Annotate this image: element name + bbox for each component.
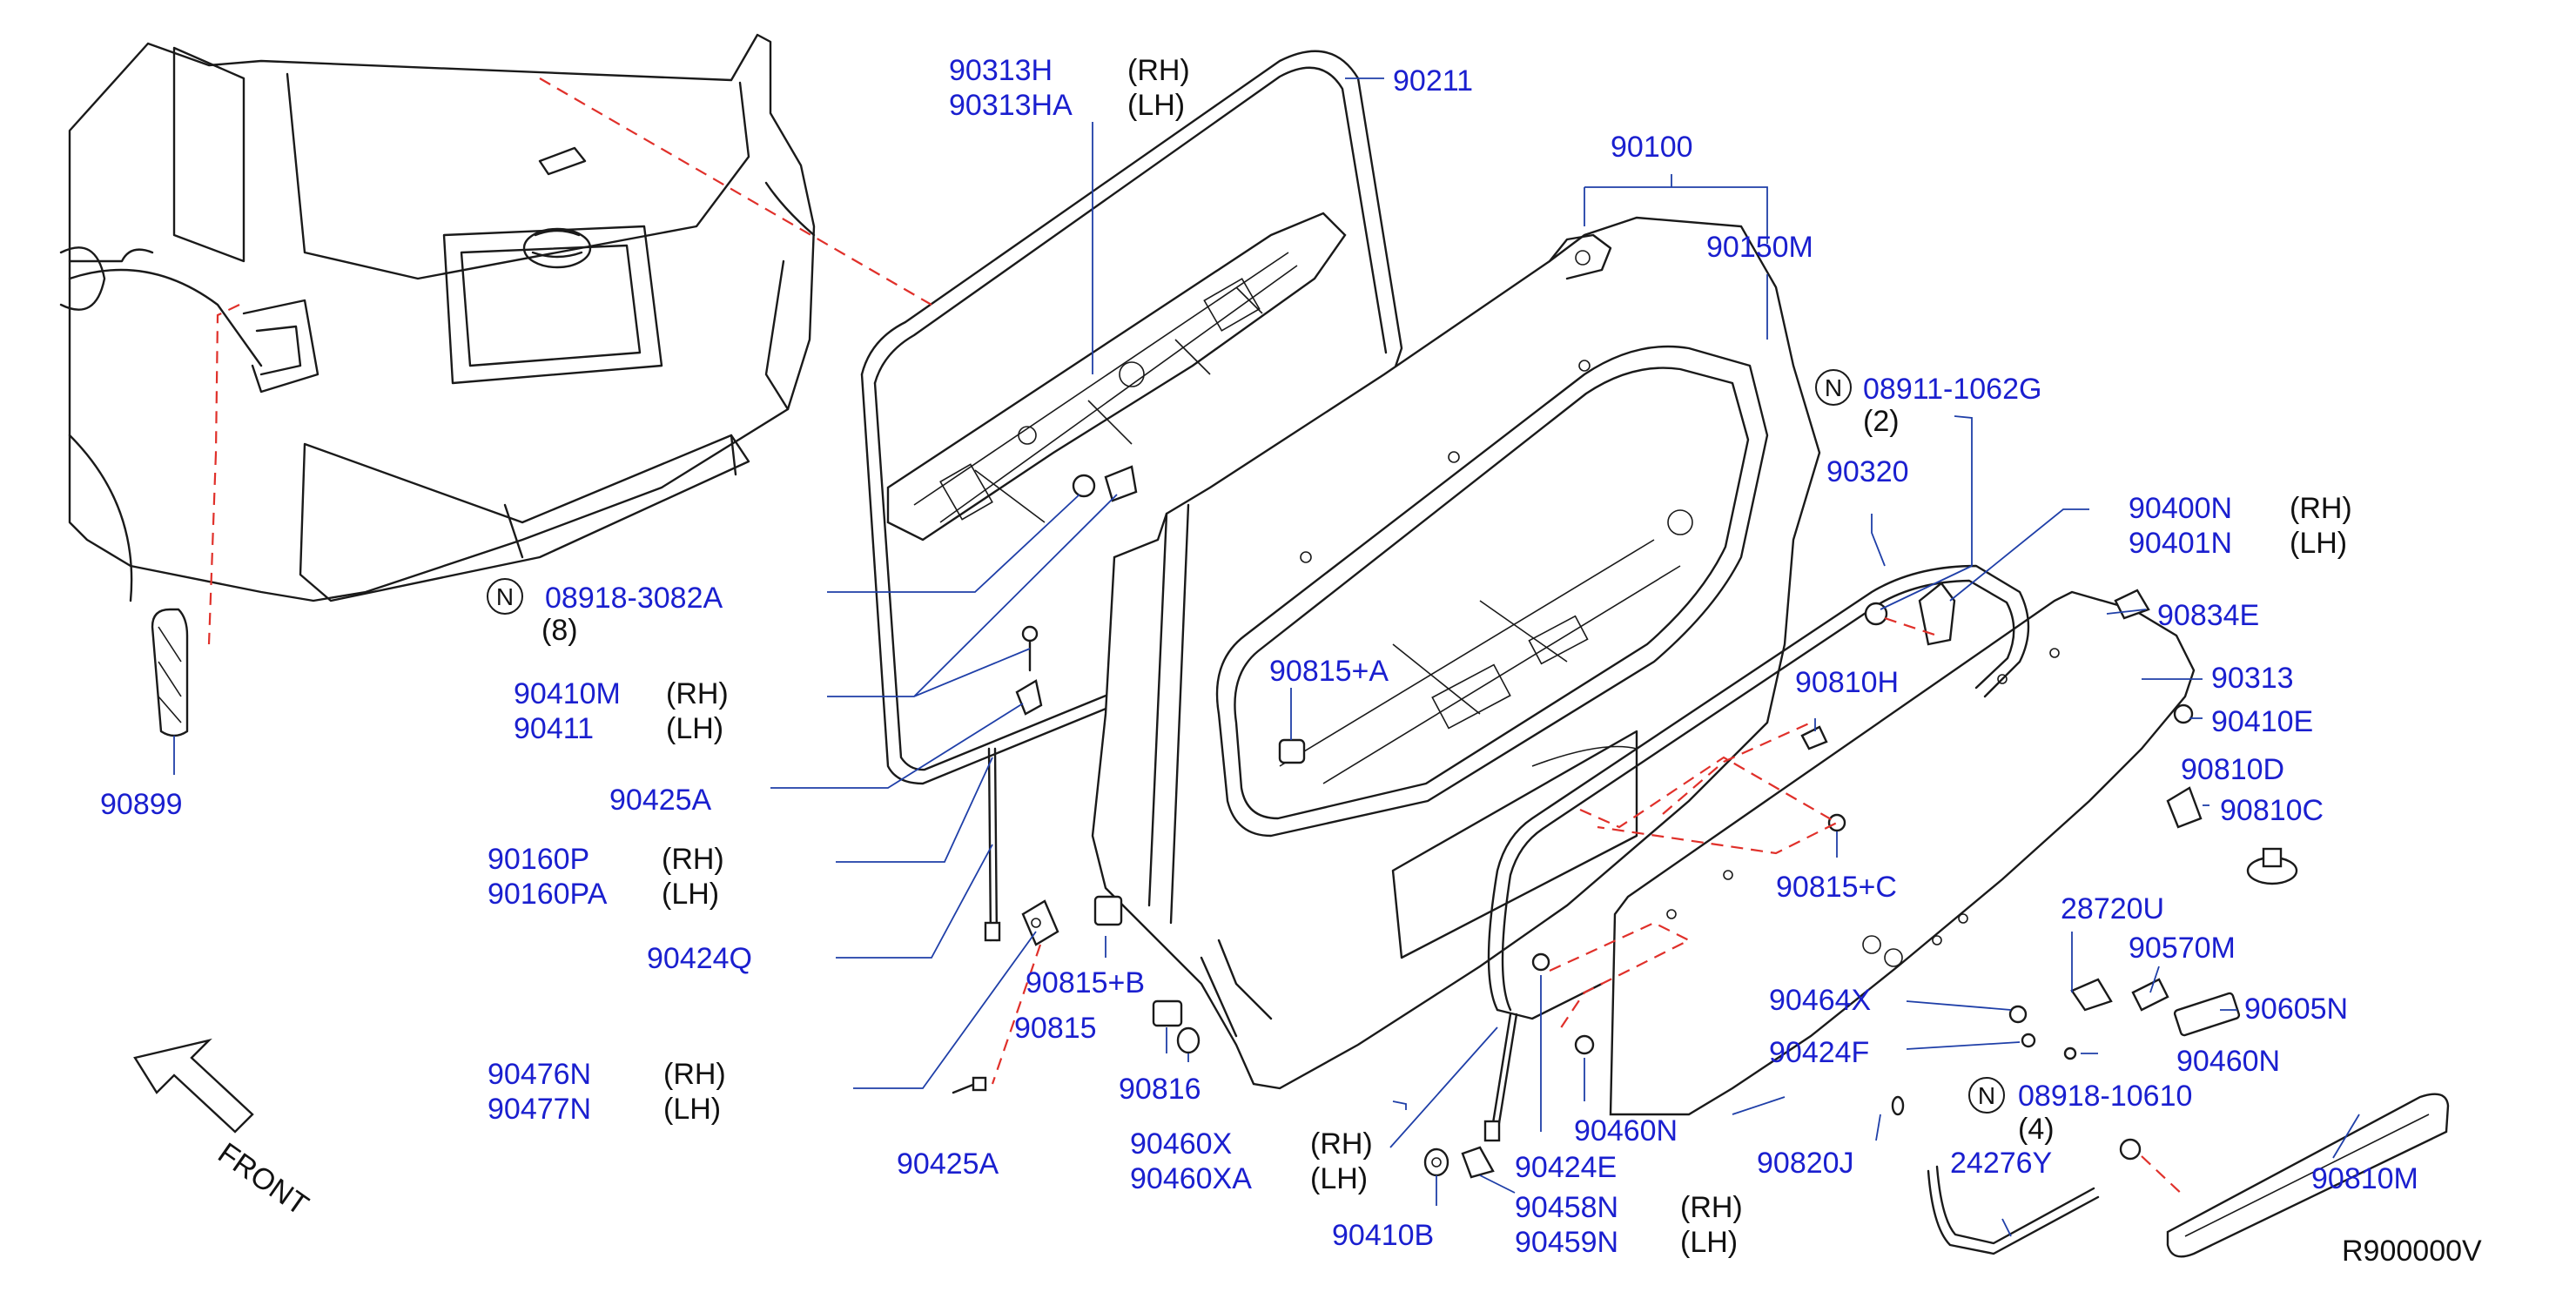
callout-90820J: 90820J: [1757, 1147, 1854, 1180]
n-symbol-3: N: [1968, 1077, 2005, 1114]
callout-90313: 90313: [2211, 662, 2294, 695]
callout-90810D: 90810D: [2181, 753, 2284, 786]
callout-90211: 90211: [1393, 64, 1473, 98]
callout-90605N: 90605N: [2244, 993, 2348, 1026]
small-clip-90313H: [1072, 465, 1138, 502]
hidden-line-indicators: [207, 77, 2186, 1198]
callout-90816: 90816: [1119, 1073, 1201, 1106]
svg-text:N: N: [1978, 1082, 1995, 1109]
callout-90160PA: 90160PA: [488, 878, 608, 911]
callout-90424Q: 90424Q: [647, 942, 752, 975]
callout-90815-B: 90815+B: [1026, 966, 1145, 999]
callout-lh: (LH): [663, 1093, 721, 1126]
callout-90815-C: 90815+C: [1776, 871, 1897, 904]
callout-90810H: 90810H: [1795, 666, 1899, 699]
callout-90460X: 90460X: [1130, 1127, 1232, 1161]
back-door-panel: [1091, 216, 1821, 1090]
svg-text:N: N: [1825, 374, 1842, 401]
drawing-code: R900000V: [2342, 1235, 2482, 1268]
callout-90815: 90815: [1014, 1012, 1097, 1045]
callout-90100: 90100: [1611, 131, 1693, 164]
callout-28720U: 28720U: [2061, 892, 2164, 925]
callout-90810C: 90810C: [2220, 794, 2324, 827]
callout-lh: (LH): [666, 712, 723, 745]
front-direction-arrow: FRONT: [133, 1038, 314, 1222]
leader-lines: [173, 77, 2360, 1237]
callout-08918-3082A: 08918-3082A: [545, 582, 723, 615]
callout-90459N: 90459N: [1515, 1226, 1618, 1259]
callout-lh: (LH): [1127, 89, 1185, 122]
callout-90424E: 90424E: [1515, 1151, 1617, 1184]
callout-08911-1062G: 08911-1062G: [1863, 373, 2041, 406]
n-symbol-1: N: [1815, 369, 1852, 406]
callout-90476N: 90476N: [488, 1058, 591, 1091]
callout-rh: (RH): [1310, 1127, 1373, 1161]
callout-rh: (RH): [666, 677, 729, 710]
callout-qty-8: (8): [541, 614, 578, 647]
callout-90460N: 90460N: [2176, 1045, 2280, 1078]
callout-lh: (LH): [1310, 1162, 1368, 1195]
callout-90464X: 90464X: [1769, 984, 1871, 1017]
molding-strip: [1927, 1165, 2100, 1255]
callout-90570M: 90570M: [2129, 932, 2236, 965]
callout-90477N: 90477N: [488, 1093, 591, 1126]
callout-lh: (LH): [1680, 1226, 1738, 1259]
callout-90460N: 90460N: [1574, 1114, 1678, 1147]
callout-90899: 90899: [100, 788, 183, 821]
callout-90425A: 90425A: [897, 1147, 999, 1181]
callout-rh: (RH): [1127, 54, 1190, 87]
callout-90424F: 90424F: [1769, 1036, 1869, 1069]
callout-90815-A: 90815+A: [1269, 655, 1389, 688]
n-symbol-2: N: [487, 578, 523, 615]
callout-90313H: 90313H: [949, 54, 1053, 87]
callout-rh: (RH): [662, 843, 724, 876]
callout-rh: (RH): [663, 1058, 726, 1091]
callout-lh: (LH): [662, 878, 719, 911]
front-label: FRONT: [212, 1136, 314, 1221]
callout-rh: (RH): [2290, 492, 2352, 525]
callout-qty-4: (4): [2018, 1113, 2055, 1146]
lock-trim-assembly: [886, 212, 1347, 542]
callout-90834E: 90834E: [2157, 599, 2259, 632]
callout-90320: 90320: [1826, 455, 1909, 488]
callout-lh: (LH): [2290, 527, 2347, 560]
window-seal: [1487, 564, 2030, 1020]
callout-90400N: 90400N: [2129, 492, 2232, 525]
callout-90313HA: 90313HA: [949, 89, 1073, 122]
mud-guard-part: [151, 608, 189, 737]
small-hardware-parts: [952, 582, 2298, 1179]
callout-24276Y: 24276Y: [1950, 1147, 2052, 1180]
callout-90410B: 90410B: [1332, 1219, 1434, 1252]
callout-90150M: 90150M: [1706, 231, 1813, 264]
rear-spoiler: [2166, 1093, 2450, 1258]
callout-rh: (RH): [1680, 1191, 1743, 1224]
vehicle-rear-illustration: [59, 33, 816, 602]
callout-qty-2: (2): [1863, 405, 1900, 438]
callout-90458N: 90458N: [1515, 1191, 1618, 1224]
callout-08918-10610: 08918-10610: [2018, 1080, 2192, 1113]
callout-90410E: 90410E: [2211, 705, 2313, 738]
callout-90160P: 90160P: [488, 843, 589, 876]
callout-90810M: 90810M: [2311, 1162, 2418, 1195]
callout-90411: 90411: [514, 712, 594, 745]
callout-90401N: 90401N: [2129, 527, 2232, 560]
callout-90410M: 90410M: [514, 677, 621, 710]
part-callouts: 90313H (RH) 90313HA (LH) 90211 90100 901…: [100, 54, 2418, 1259]
callout-90425A: 90425A: [609, 784, 712, 817]
back-door-glass: [1609, 590, 2196, 1116]
callout-90460XA: 90460XA: [1130, 1162, 1252, 1195]
svg-text:N: N: [496, 583, 514, 610]
